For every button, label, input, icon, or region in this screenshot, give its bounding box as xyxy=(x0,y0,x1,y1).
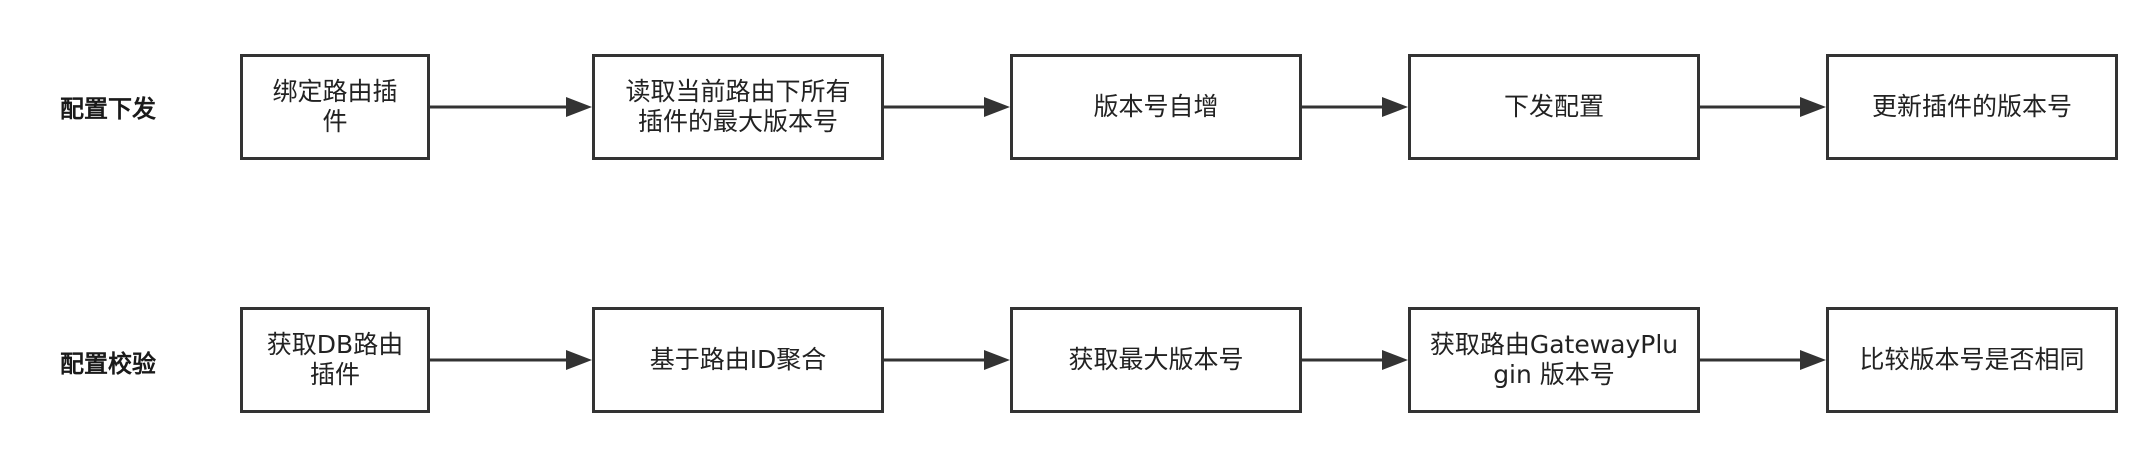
step-update-plugin-version: 更新插件的版本号 xyxy=(1826,54,2118,160)
step-dispatch-config: 下发配置 xyxy=(1408,54,1700,160)
arrow xyxy=(1302,348,1408,372)
arrow xyxy=(430,348,592,372)
step-get-gateway-plugin-version: 获取路由GatewayPlugin 版本号 xyxy=(1408,307,1700,413)
step-aggregate-by-route-id: 基于路由ID聚合 xyxy=(592,307,884,413)
step-get-db-route-plugin: 获取DB路由插件 xyxy=(240,307,430,413)
row-label-config-verify: 配置校验 xyxy=(60,350,156,378)
arrow xyxy=(884,95,1010,119)
arrow xyxy=(884,348,1010,372)
step-compare-versions: 比较版本号是否相同 xyxy=(1826,307,2118,413)
arrow xyxy=(430,95,592,119)
step-get-max-version: 获取最大版本号 xyxy=(1010,307,1302,413)
arrow xyxy=(1700,95,1826,119)
step-read-max-version: 读取当前路由下所有插件的最大版本号 xyxy=(592,54,884,160)
row-label-config-dispatch: 配置下发 xyxy=(60,95,156,123)
arrow xyxy=(1302,95,1408,119)
step-increment-version: 版本号自增 xyxy=(1010,54,1302,160)
arrow xyxy=(1700,348,1826,372)
step-bind-route-plugin: 绑定路由插件 xyxy=(240,54,430,160)
